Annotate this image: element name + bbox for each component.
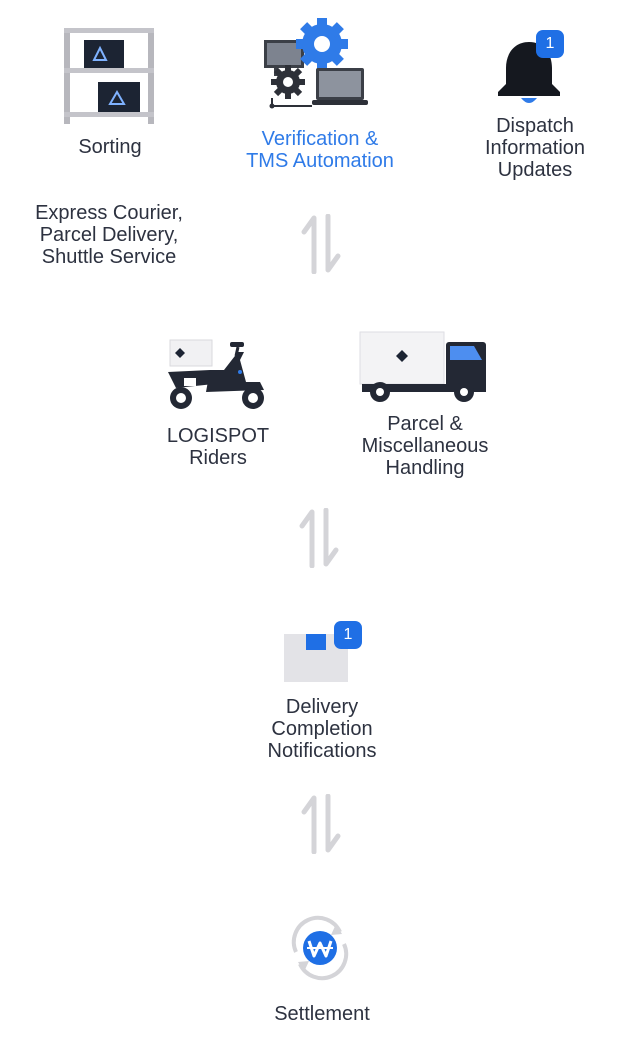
scooter-icon — [166, 336, 270, 412]
bidirectional-arrow-icon — [300, 794, 342, 854]
warehouse-shelf-icon — [62, 26, 156, 126]
verification-label: Verification & TMS Automation — [246, 128, 394, 172]
sorting-label: Sorting — [78, 136, 142, 158]
bidirectional-arrow-icon — [298, 508, 340, 568]
truck-icon — [358, 330, 490, 406]
won-settlement-icon — [284, 912, 356, 984]
services-label: Express Courier, Parcel Delivery, Shuttl… — [35, 202, 183, 268]
bidirectional-arrow-icon — [300, 214, 342, 274]
settlement-label: Settlement — [274, 1003, 370, 1025]
delivery-badge: 1 — [334, 621, 362, 649]
dispatch-badge: 1 — [536, 30, 564, 58]
computers-gear-icon — [262, 18, 370, 110]
riders-label: LOGISPOT Riders — [166, 425, 270, 469]
dispatch-label: Dispatch Information Updates — [484, 115, 586, 181]
delivery-label: Delivery Completion Notifications — [267, 696, 377, 762]
parcel-label: Parcel & Miscellaneous Handling — [361, 413, 489, 479]
